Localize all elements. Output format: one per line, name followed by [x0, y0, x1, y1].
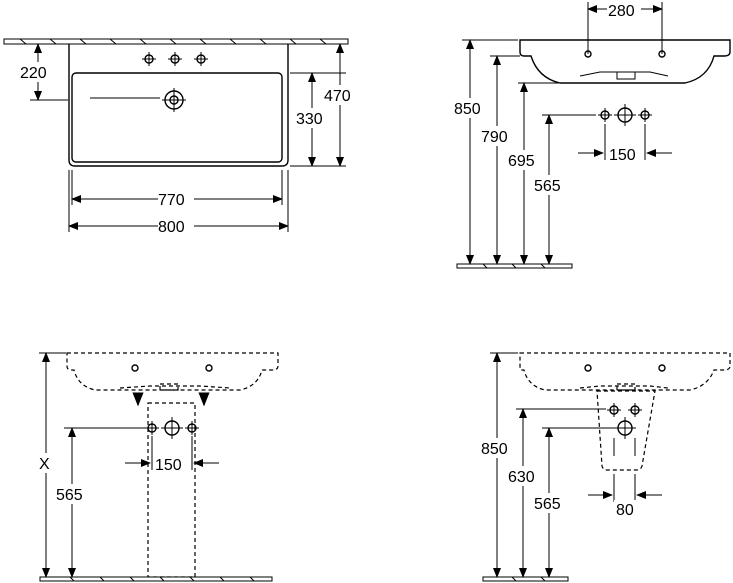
- dim-565-label: 565: [534, 496, 561, 513]
- dim-850-label: 850: [481, 441, 508, 458]
- plan-view: 220 470 330 770 800: [3, 38, 358, 236]
- dim-630-label: 630: [508, 469, 535, 486]
- dim-565-label: 565: [56, 487, 83, 504]
- drain-symbol: [162, 88, 186, 112]
- connection-symbols: [145, 417, 199, 439]
- connection-symbols: [598, 104, 652, 126]
- dim-150-label: 150: [155, 457, 182, 474]
- dim-80-label: 80: [616, 502, 634, 519]
- dim-800-label: 800: [158, 219, 185, 236]
- dim-770-label: 770: [158, 192, 185, 209]
- basin-side-dashed: [519, 352, 731, 391]
- dim-330-label: 330: [296, 111, 323, 128]
- front-pedestal-view: X 565 150: [36, 352, 279, 582]
- dim-150-label: 150: [609, 147, 636, 164]
- dim-280-label: 280: [608, 3, 635, 20]
- pedestal-dashed: [596, 390, 656, 471]
- side-view: 280 850 790 695 565: [452, 0, 731, 269]
- floor-hatch: [482, 576, 569, 582]
- dim-850-label: 850: [454, 101, 481, 118]
- floor-hatch: [456, 263, 573, 269]
- basin-bowl: [71, 72, 283, 163]
- connection-symbols: [607, 403, 642, 456]
- basin-front-dashed: [66, 352, 279, 391]
- wall-hatch: [3, 38, 349, 45]
- dim-565-label: 565: [534, 178, 561, 195]
- dim-695-label: 695: [508, 153, 535, 170]
- dim-790-label: 790: [481, 129, 508, 146]
- dim-x-label: X: [39, 456, 50, 473]
- basin-profile: [519, 39, 731, 84]
- tap-holes: [142, 52, 208, 66]
- dim-220-label: 220: [20, 65, 47, 82]
- basin-outline: [68, 44, 289, 167]
- dim-470-label: 470: [324, 88, 351, 105]
- side-pedestal-view: 850 630 565 80: [480, 352, 731, 582]
- floor-hatch: [39, 576, 273, 582]
